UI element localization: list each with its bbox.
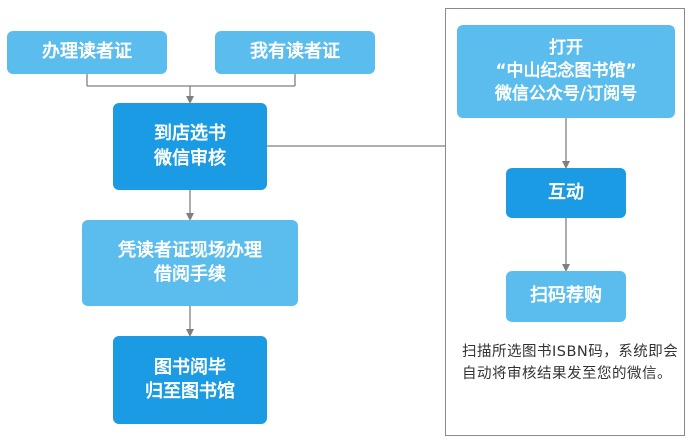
apply-card-box: 办理读者证 xyxy=(7,31,167,74)
wechat-flow-panel xyxy=(445,8,685,436)
scan-note-text: 扫描所选图书ISBN码，系统即会自动将审核结果发至您的微信。 xyxy=(462,344,679,382)
store-verify-box: 到店选书 微信审核 xyxy=(113,103,267,190)
return-book-box: 图书阅毕 归至图书馆 xyxy=(113,336,267,424)
scan-recommend-box: 扫码荐购 xyxy=(506,271,626,322)
borrow-procedure-box: 凭读者证现场办理 借阅手续 xyxy=(82,220,298,306)
open-wechat-box: 打开 “中山纪念图书馆” 微信公众号/订阅号 xyxy=(457,25,675,118)
have-card-box: 我有读者证 xyxy=(215,31,375,74)
interact-box: 互动 xyxy=(506,168,626,218)
